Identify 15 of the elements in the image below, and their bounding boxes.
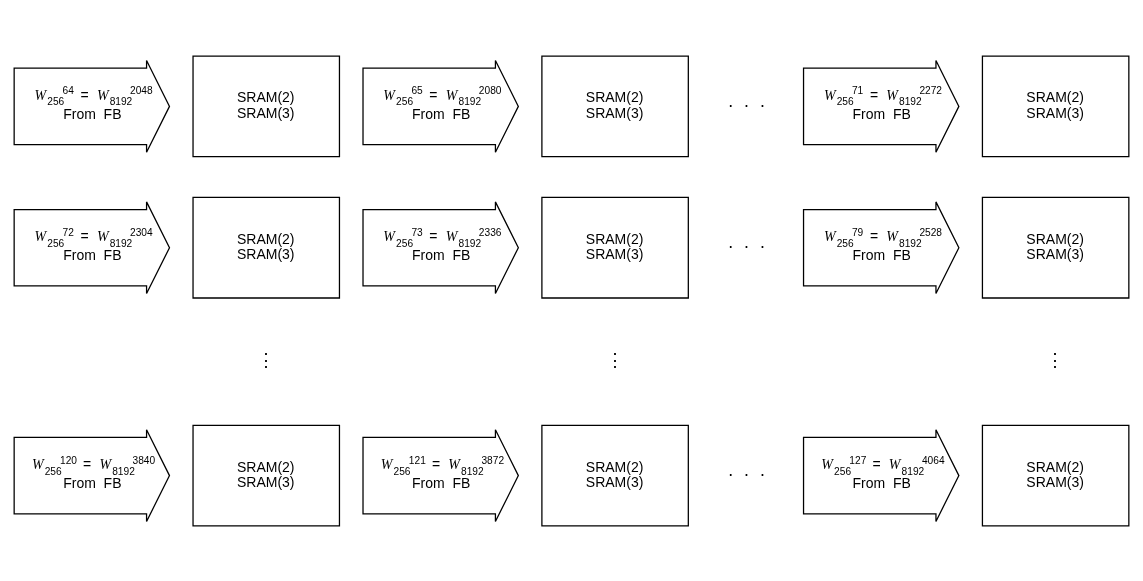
label: ⋮ xyxy=(1046,349,1065,370)
node-box: SRAM(2) SRAM(3) xyxy=(541,196,689,299)
node-box: SRAM(2) SRAM(3) xyxy=(192,424,341,527)
node-box: SRAM(2) SRAM(3) xyxy=(541,54,689,157)
label: · · · xyxy=(727,235,766,256)
node-box: SRAM(2) SRAM(3) xyxy=(192,196,341,299)
label: ⋮ xyxy=(605,349,624,370)
label: ⋮ xyxy=(256,349,275,370)
label: · · · xyxy=(727,463,766,484)
node-box: SRAM(2) SRAM(3) xyxy=(541,424,689,527)
node-box: SRAM(2) SRAM(3) xyxy=(981,424,1130,527)
node-box: SRAM(2) SRAM(3) xyxy=(192,54,341,157)
label: · · · xyxy=(727,94,766,115)
node-box: SRAM(2) SRAM(3) xyxy=(981,54,1130,157)
node-box: SRAM(2) SRAM(3) xyxy=(981,196,1130,299)
